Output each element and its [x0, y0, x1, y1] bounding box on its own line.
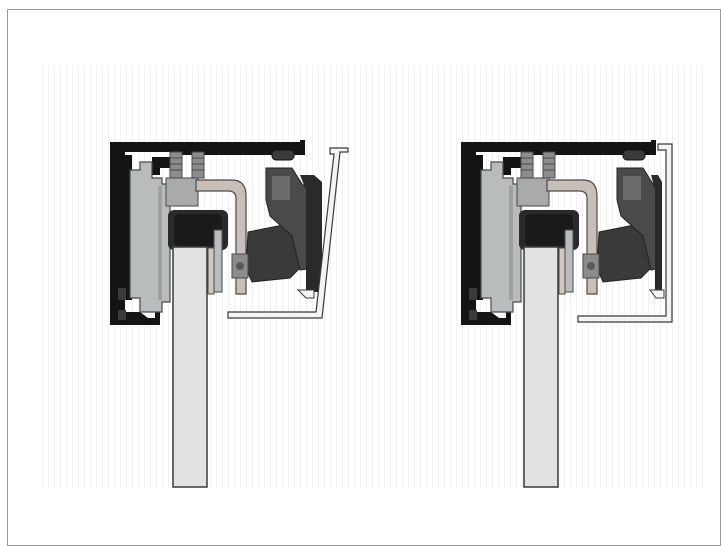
cover-hook	[296, 289, 315, 299]
glass-pane	[523, 246, 559, 488]
section-left-cover-open	[110, 140, 349, 488]
profile-hook	[503, 157, 523, 175]
screw-head	[236, 262, 244, 270]
clip-top	[622, 149, 646, 161]
bent-bracket	[546, 179, 598, 295]
gasket-inner	[525, 214, 573, 246]
profile-side	[651, 175, 662, 292]
profile-foot-2	[469, 310, 477, 320]
pressure-plate	[516, 177, 550, 207]
clip-top	[271, 149, 295, 161]
base-profile-wall	[471, 155, 483, 300]
profile-corner	[651, 140, 656, 155]
profile-foot-2	[118, 310, 126, 320]
bent-bracket	[195, 179, 247, 295]
spacer-strip	[558, 247, 566, 295]
screw-2	[191, 151, 205, 179]
clamp-shade	[158, 186, 162, 300]
glass-pane	[172, 246, 208, 488]
cover-profile-closed	[577, 143, 673, 323]
profile-corner	[300, 140, 305, 155]
screw-1	[520, 151, 534, 179]
profile-hook	[152, 157, 172, 175]
spacer-strip	[207, 247, 215, 295]
screw-head	[587, 262, 595, 270]
screw-2	[542, 151, 556, 179]
gasket-inner	[174, 214, 222, 246]
spacer-strip-2	[564, 229, 574, 293]
cover-hook	[649, 289, 665, 299]
profile-foot	[118, 288, 126, 300]
clip-block-face	[272, 176, 290, 200]
screw-1	[169, 151, 183, 179]
spacer-strip-2	[213, 229, 223, 293]
profile-foot	[469, 288, 477, 300]
profile-side	[300, 175, 322, 292]
pressure-plate	[165, 177, 199, 207]
section-right-cover-closed	[461, 140, 673, 488]
clamp-shade	[509, 186, 513, 300]
base-profile-wall	[120, 155, 132, 300]
cover-profile-open	[227, 147, 349, 319]
clip-block-face	[623, 176, 641, 200]
